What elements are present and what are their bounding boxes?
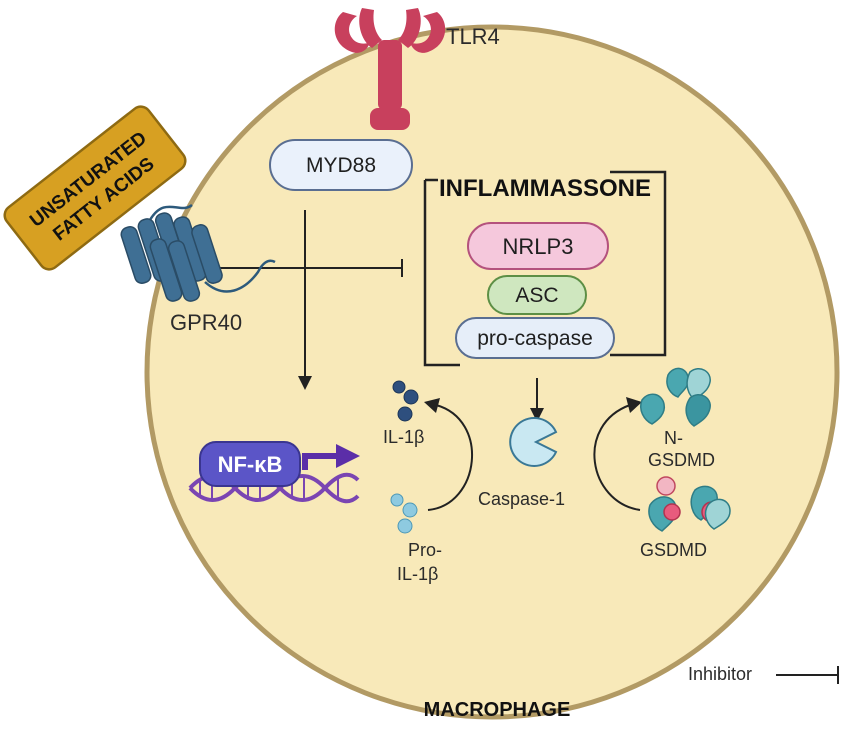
gsdmd-cleavage-arrow bbox=[593, 397, 642, 511]
inflammasome-bracket bbox=[423, 170, 667, 367]
nfkb-node: NF-κB bbox=[199, 441, 301, 487]
macrophage-label: MACROPHAGE bbox=[424, 699, 571, 721]
tlr4-label: TLR4 bbox=[446, 24, 500, 49]
caspase-1-label: Caspase-1 bbox=[478, 489, 565, 509]
pro-il1b-molecules bbox=[390, 493, 418, 534]
n-gsdmd-molecules bbox=[640, 367, 711, 427]
gsdmd-label: GSDMD bbox=[640, 540, 707, 560]
pro-caspase-node: pro-caspase bbox=[455, 317, 615, 359]
nrlp3-node: NRLP3 bbox=[467, 222, 609, 270]
il1b-mature-molecules bbox=[392, 380, 419, 422]
myd88-node: MYD88 bbox=[269, 139, 413, 191]
caspase-1-icon bbox=[509, 417, 558, 467]
gpr40-inhibition-line bbox=[220, 259, 403, 277]
asc-label: ASC bbox=[515, 284, 558, 307]
legend-inhibitor-label: Inhibitor bbox=[688, 664, 752, 684]
inflammasome-to-caspase-arrow bbox=[530, 378, 544, 422]
tlr4-receptor-icon bbox=[334, 8, 446, 130]
transcription-arrow bbox=[302, 444, 360, 470]
legend-inhibitor-symbol bbox=[776, 666, 839, 684]
myd88-to-nfkb-arrow bbox=[298, 210, 312, 390]
asc-node: ASC bbox=[487, 275, 587, 315]
fatty-acids-badge: UNSATURATED FATTY ACIDS bbox=[3, 105, 187, 271]
il1b-label: IL-1β bbox=[383, 427, 424, 447]
pro-il1b-line1: Pro- bbox=[408, 540, 442, 560]
pro-il1b-line2: IL-1β bbox=[397, 564, 438, 584]
n-gsdmd-line1: N- bbox=[664, 428, 683, 448]
il1b-cleavage-arrow bbox=[424, 398, 473, 511]
gpr40-label: GPR40 bbox=[170, 310, 242, 335]
n-gsdmd-line2: GSDMD bbox=[648, 450, 715, 470]
gpr40-receptor-icon bbox=[120, 203, 276, 302]
myd88-label: MYD88 bbox=[306, 154, 376, 177]
nfkb-label: NF-κB bbox=[218, 452, 283, 477]
inflammasome-title: INFLAMMASSONE bbox=[439, 175, 651, 202]
nrlp3-label: NRLP3 bbox=[503, 234, 574, 259]
macrophage-cell bbox=[144, 24, 840, 720]
pro-caspase-label: pro-caspase bbox=[477, 327, 593, 350]
gsdmd-molecules bbox=[648, 476, 731, 532]
